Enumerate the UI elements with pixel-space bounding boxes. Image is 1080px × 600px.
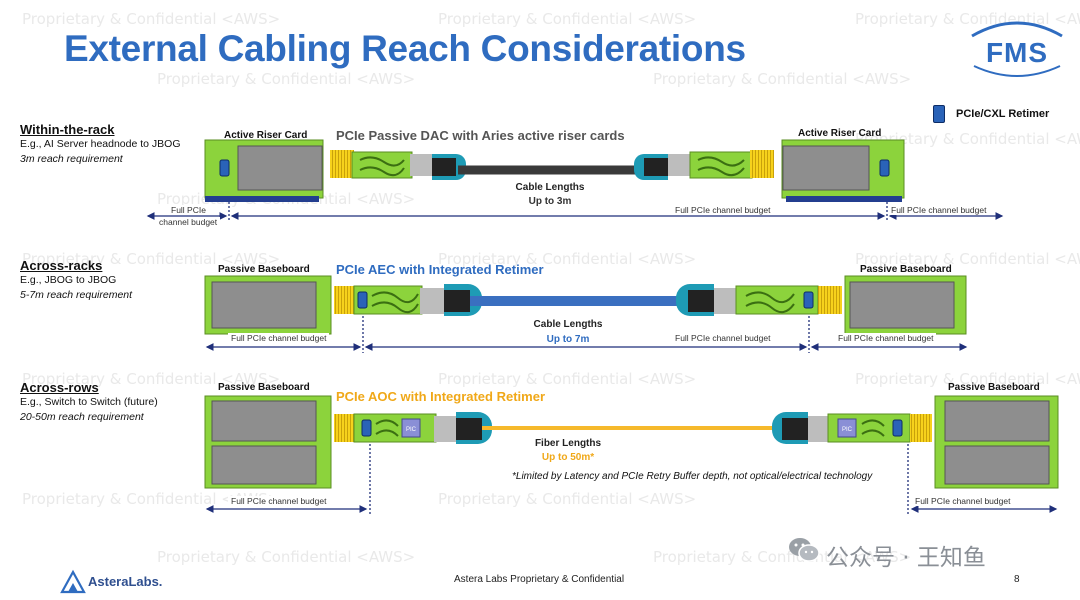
svg-text:PIC: PIC: [406, 427, 417, 433]
astera-logo-text: AsteraLabs.: [88, 574, 163, 589]
watermark: Proprietary & Confidential <AWS>: [653, 548, 912, 566]
retimer-legend-label: PCIe/CXL Retimer: [956, 108, 1050, 120]
watermark: Proprietary & Confidential <AWS>: [653, 70, 912, 88]
section-example: E.g., Switch to Switch (future): [20, 396, 158, 408]
retimer-chip-icon: [219, 159, 230, 177]
length-label: Cable Lengths: [533, 319, 603, 330]
pic-chip: [837, 418, 857, 438]
svg-text:PIC: PIC: [842, 427, 853, 433]
length-value: Up to 3m: [528, 196, 572, 207]
pic-chip: [401, 418, 421, 438]
budget-label: Full PCIe channel budget: [835, 333, 937, 343]
card-label: Passive Baseboard: [218, 382, 310, 393]
watermark: Proprietary & Confidential <AWS>: [855, 250, 1080, 268]
budget-label: Full PCIe channel budget: [888, 205, 990, 215]
page-number: 8: [1014, 574, 1020, 585]
section-within-rack: Within-the-rack E.g., AI Server headnode…: [20, 122, 181, 167]
card-label: Passive Baseboard: [860, 264, 952, 275]
section-example: E.g., JBOG to JBOG: [20, 274, 117, 286]
section-requirement: 5-7m reach requirement: [20, 289, 133, 301]
cable-title: PCIe AEC with Integrated Retimer: [336, 262, 544, 277]
card-label: Active Riser Card: [224, 130, 308, 141]
budget-label: Full PCIe channel budget: [228, 496, 330, 506]
retimer-legend-icon: [933, 105, 945, 123]
length-label: Fiber Lengths: [534, 438, 602, 449]
watermark: Proprietary & Confidential <AWS>: [22, 370, 281, 388]
row-aec: [204, 275, 968, 353]
watermark: Proprietary & Confidential <AWS>: [438, 370, 697, 388]
section-heading: Across-racks: [20, 258, 103, 273]
watermark: Proprietary & Confidential <AWS>: [22, 250, 281, 268]
card-label: Passive Baseboard: [948, 382, 1040, 393]
row-aoc: PIC PIC: [204, 395, 1059, 515]
retimer-chip-icon: [361, 419, 372, 437]
watermark: Proprietary & Confidential <AWS>: [157, 70, 416, 88]
watermark: Proprietary & Confidential <AWS>: [438, 250, 697, 268]
section-example: E.g., AI Server headnode to JBOG: [20, 138, 181, 150]
footnote: *Limited by Latency and PCIe Retry Buffe…: [512, 471, 873, 482]
fms-logo: FMS: [962, 14, 1072, 80]
slide-title: External Cabling Reach Considerations: [64, 28, 746, 69]
retimer-chip-icon: [892, 419, 903, 437]
footer-confidential: Astera Labs Proprietary & Confidential: [454, 574, 625, 585]
fms-logo-text: FMS: [986, 37, 1048, 68]
retimer-chip-icon: [803, 291, 814, 309]
retimer-chip-icon: [879, 159, 890, 177]
budget-label: channel budget: [156, 217, 221, 227]
cable-title: PCIe Passive DAC with Aries active riser…: [336, 128, 625, 143]
watermark: Proprietary & Confidential <AWS>: [438, 490, 697, 508]
section-heading: Across-rows: [20, 380, 99, 395]
wechat-icon: [788, 536, 820, 564]
card-label: Active Riser Card: [798, 128, 882, 139]
budget-label: Full PCIe: [168, 205, 209, 215]
wechat-account: 公众号 · 王知鱼: [826, 545, 986, 571]
watermark: Proprietary & Confidential <AWS>: [22, 10, 281, 28]
section-heading: Within-the-rack: [20, 122, 115, 137]
length-value: Up to 50m*: [541, 452, 595, 463]
row-dac: [146, 139, 1004, 222]
cable-title: PCIe AOC with Integrated Retimer: [336, 389, 545, 404]
watermark: Proprietary & Confidential <AWS>: [438, 10, 697, 28]
budget-label: Full PCIe channel budget: [672, 205, 774, 215]
section-requirement: 3m reach requirement: [20, 153, 123, 165]
budget-label: Full PCIe channel budget: [912, 496, 1014, 506]
section-across-rows: Across-rows E.g., Switch to Switch (futu…: [20, 380, 158, 425]
watermark: Proprietary & Confidential <AWS>: [157, 548, 416, 566]
section-across-racks: Across-racks E.g., JBOG to JBOG 5-7m rea…: [20, 258, 132, 303]
length-value: Up to 7m: [546, 334, 590, 345]
budget-label: Full PCIe channel budget: [228, 333, 330, 343]
section-requirement: 20-50m reach requirement: [20, 411, 144, 423]
watermark: Proprietary & Confidential <AWS>: [22, 490, 281, 508]
gold-fingers: [330, 150, 354, 178]
watermark: Proprietary & Confidential <AWS>: [855, 130, 1080, 148]
retimer-chip-icon: [357, 291, 368, 309]
watermark: Proprietary & Confidential <AWS>: [855, 370, 1080, 388]
length-label: Cable Lengths: [515, 182, 585, 193]
card-label: Passive Baseboard: [218, 264, 310, 275]
budget-label: Full PCIe channel budget: [672, 333, 774, 343]
